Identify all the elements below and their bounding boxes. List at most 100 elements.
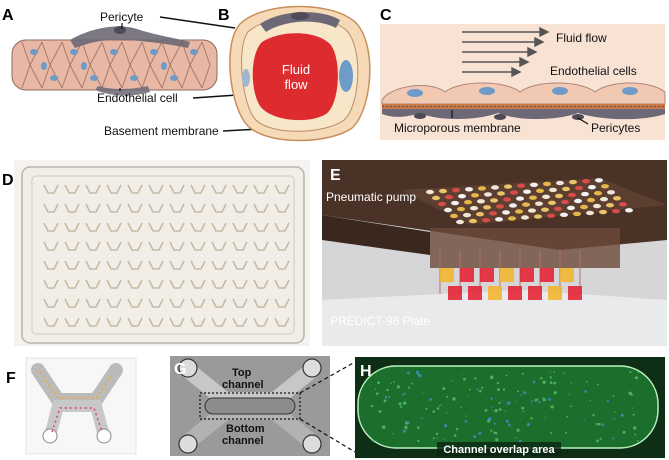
label-basement-membrane: Basement membrane (104, 124, 219, 138)
speckle-dot (479, 389, 482, 393)
bottom-flow-path (51, 407, 103, 433)
well-channel (148, 279, 164, 289)
panel-d-letter: D (2, 172, 14, 189)
pump-port (508, 216, 516, 221)
well-block (508, 286, 522, 300)
pump-port (489, 211, 497, 216)
well-channel (148, 241, 164, 251)
well-channel (43, 279, 59, 289)
pump-port (606, 203, 614, 208)
pump-port (549, 187, 557, 193)
speckle-dot (493, 431, 496, 434)
speckle-dot (522, 411, 524, 413)
well-channel (274, 184, 290, 194)
endothelial-nucleus-left (242, 69, 250, 87)
speckle-dot (375, 392, 379, 396)
pointer-pericytes (577, 117, 589, 125)
well-block (568, 286, 582, 300)
pump-port (542, 194, 550, 199)
speckle-dot (455, 428, 459, 431)
pump-port (491, 185, 499, 190)
pump-port (445, 194, 453, 200)
well-channel (274, 317, 290, 327)
label-microporous-membrane: Microporous membrane (394, 121, 521, 135)
well-channel (232, 317, 248, 327)
speckle-dot (620, 413, 624, 417)
speckle-dot (393, 381, 396, 383)
well-block (560, 268, 574, 282)
speckle-dot (553, 391, 557, 395)
speckle-dot (498, 401, 501, 404)
label-pericyte: Pericyte (100, 10, 144, 24)
speckle-dot (478, 431, 482, 435)
speckle-dot (599, 437, 602, 440)
pericyte-layer (382, 109, 665, 120)
well-channel (85, 184, 101, 194)
well-channel (148, 317, 164, 327)
well-channel (232, 241, 248, 251)
pump-port (470, 206, 478, 211)
pump-port (483, 205, 491, 210)
well-channel (253, 279, 269, 289)
pump-port (573, 211, 581, 217)
speckle-dot (491, 406, 494, 409)
speckle-dot (597, 422, 601, 426)
panel-d: D (2, 160, 310, 346)
pump-port (529, 195, 537, 200)
well-channel (211, 279, 227, 289)
speckle-dot (495, 438, 499, 442)
well-channel (169, 222, 185, 232)
pump-port (555, 193, 563, 199)
pump-port (426, 189, 434, 195)
well-channel (211, 298, 227, 308)
fluorescence-speckle (370, 370, 639, 443)
plate-well-grid (43, 184, 290, 327)
well-block (480, 268, 494, 282)
endothelial-layer (381, 82, 666, 105)
pump-port (502, 210, 510, 215)
plate-inner-frame (31, 175, 295, 335)
well-channel (232, 298, 248, 308)
speckle-dot (584, 390, 588, 393)
speckle-dot (520, 394, 522, 396)
speckle-dot (407, 421, 410, 425)
well-block (528, 286, 542, 300)
pump-port (476, 212, 484, 217)
speckle-dot (537, 398, 539, 400)
speckle-dot (633, 426, 637, 430)
pump-port (535, 201, 543, 206)
pump-port (465, 187, 473, 192)
well-channel (232, 203, 248, 213)
speckle-dot (596, 383, 599, 386)
pump-port (593, 203, 601, 209)
bottom-channel-outline (44, 400, 110, 442)
pump-port (496, 204, 504, 209)
well-channel (169, 184, 185, 194)
well-block (440, 268, 454, 282)
well-channel (85, 203, 101, 213)
speckle-dot (463, 377, 466, 381)
pump-port (432, 195, 440, 201)
pump-port (556, 180, 564, 186)
pump-port (528, 208, 536, 213)
pump-port (599, 209, 607, 215)
speckle-dot (392, 433, 394, 435)
pump-port (554, 206, 562, 211)
well-channel (64, 222, 80, 232)
speckle-dot (377, 381, 380, 385)
speckle-dot (443, 424, 448, 428)
g-zoom-box (199, 392, 301, 420)
speckle-dot (443, 438, 446, 440)
pericyte-cap (260, 12, 340, 32)
speckle-dot (386, 388, 389, 392)
well-channel (106, 203, 122, 213)
well-channel (85, 241, 101, 251)
pump-port (515, 209, 523, 214)
panel-f: F (6, 357, 137, 455)
zoom-connector-top (299, 361, 356, 394)
endothelial-nucleus (339, 60, 353, 92)
speckle-dot (375, 388, 377, 390)
well-channel (253, 260, 269, 270)
speckle-dot (436, 407, 440, 410)
